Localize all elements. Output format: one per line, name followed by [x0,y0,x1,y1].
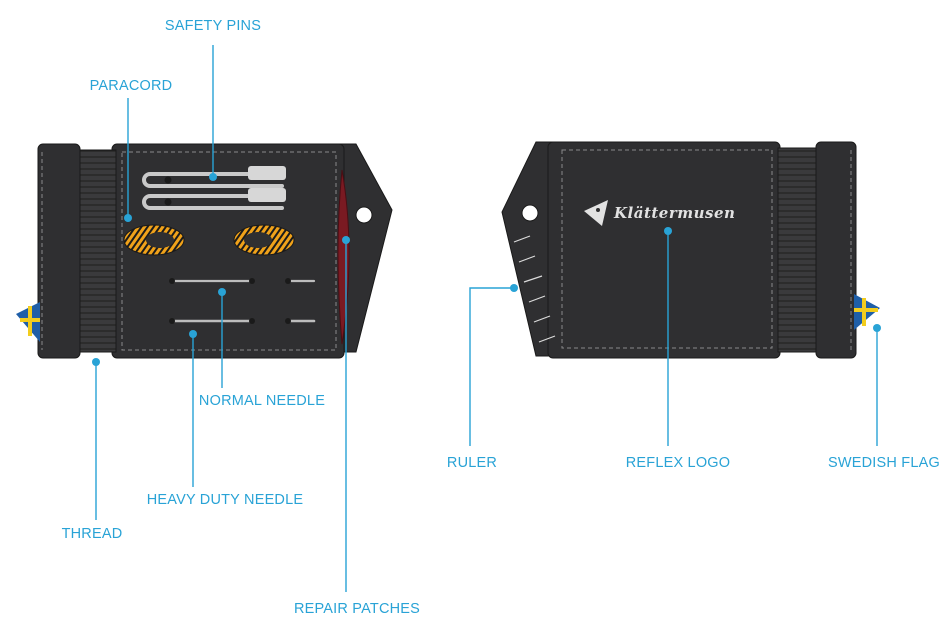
callout-labels: SAFETY PINS PARACORD NORMAL NEEDLE HEAVY… [62,18,940,617]
swedish-flag-icon [854,294,880,330]
thread-spool [75,149,117,353]
back-thread-spool [777,147,821,353]
label-heavy-duty-needle: HEAVY DUTY NEEDLE [147,492,304,508]
safety-pin-clasp [248,166,286,180]
pin-slot [164,176,172,184]
ruler [513,235,556,343]
label-paracord: PARACORD [90,78,173,94]
mouse-triangle-icon [584,200,608,226]
back-body [547,141,781,359]
callout-dot [209,173,217,181]
label-reflex-logo: REFLEX LOGO [626,455,731,471]
back-tag-hole [521,204,539,222]
front-tag-hole [355,206,373,224]
callout-dot [664,227,672,235]
pin-slot [164,198,172,206]
front-view-case [16,143,393,359]
callout-dot [510,284,518,292]
callout-dot [873,324,881,332]
callout-dot [218,288,226,296]
front-stitching [121,151,337,351]
label-repair-patches: REPAIR PATCHES [294,601,420,617]
callout-dot [92,358,100,366]
front-end-cap [37,143,81,359]
swedish-flag-icon [16,302,40,342]
back-stitching [561,149,773,349]
paracord-bundle-icon [123,224,185,256]
back-end-cap [815,141,857,359]
label-safety-pins: SAFETY PINS [165,18,261,34]
label-thread: THREAD [62,526,123,542]
callout-dot [124,214,132,222]
callout-leaders [92,45,881,592]
callout-dot [189,330,197,338]
callout-dot [342,236,350,244]
label-ruler: RULER [447,455,497,471]
leader-ruler [469,287,514,446]
reflex-logo: Klättermusen [584,200,735,226]
back-view-case: Klättermusen [501,141,880,359]
logo-text: Klättermusen [613,204,735,222]
safety-pin-clasp [248,188,286,202]
label-swedish-flag: SWEDISH FLAG [828,455,940,471]
paracord-bundle-icon [233,224,295,256]
label-normal-needle: NORMAL NEEDLE [199,393,325,409]
